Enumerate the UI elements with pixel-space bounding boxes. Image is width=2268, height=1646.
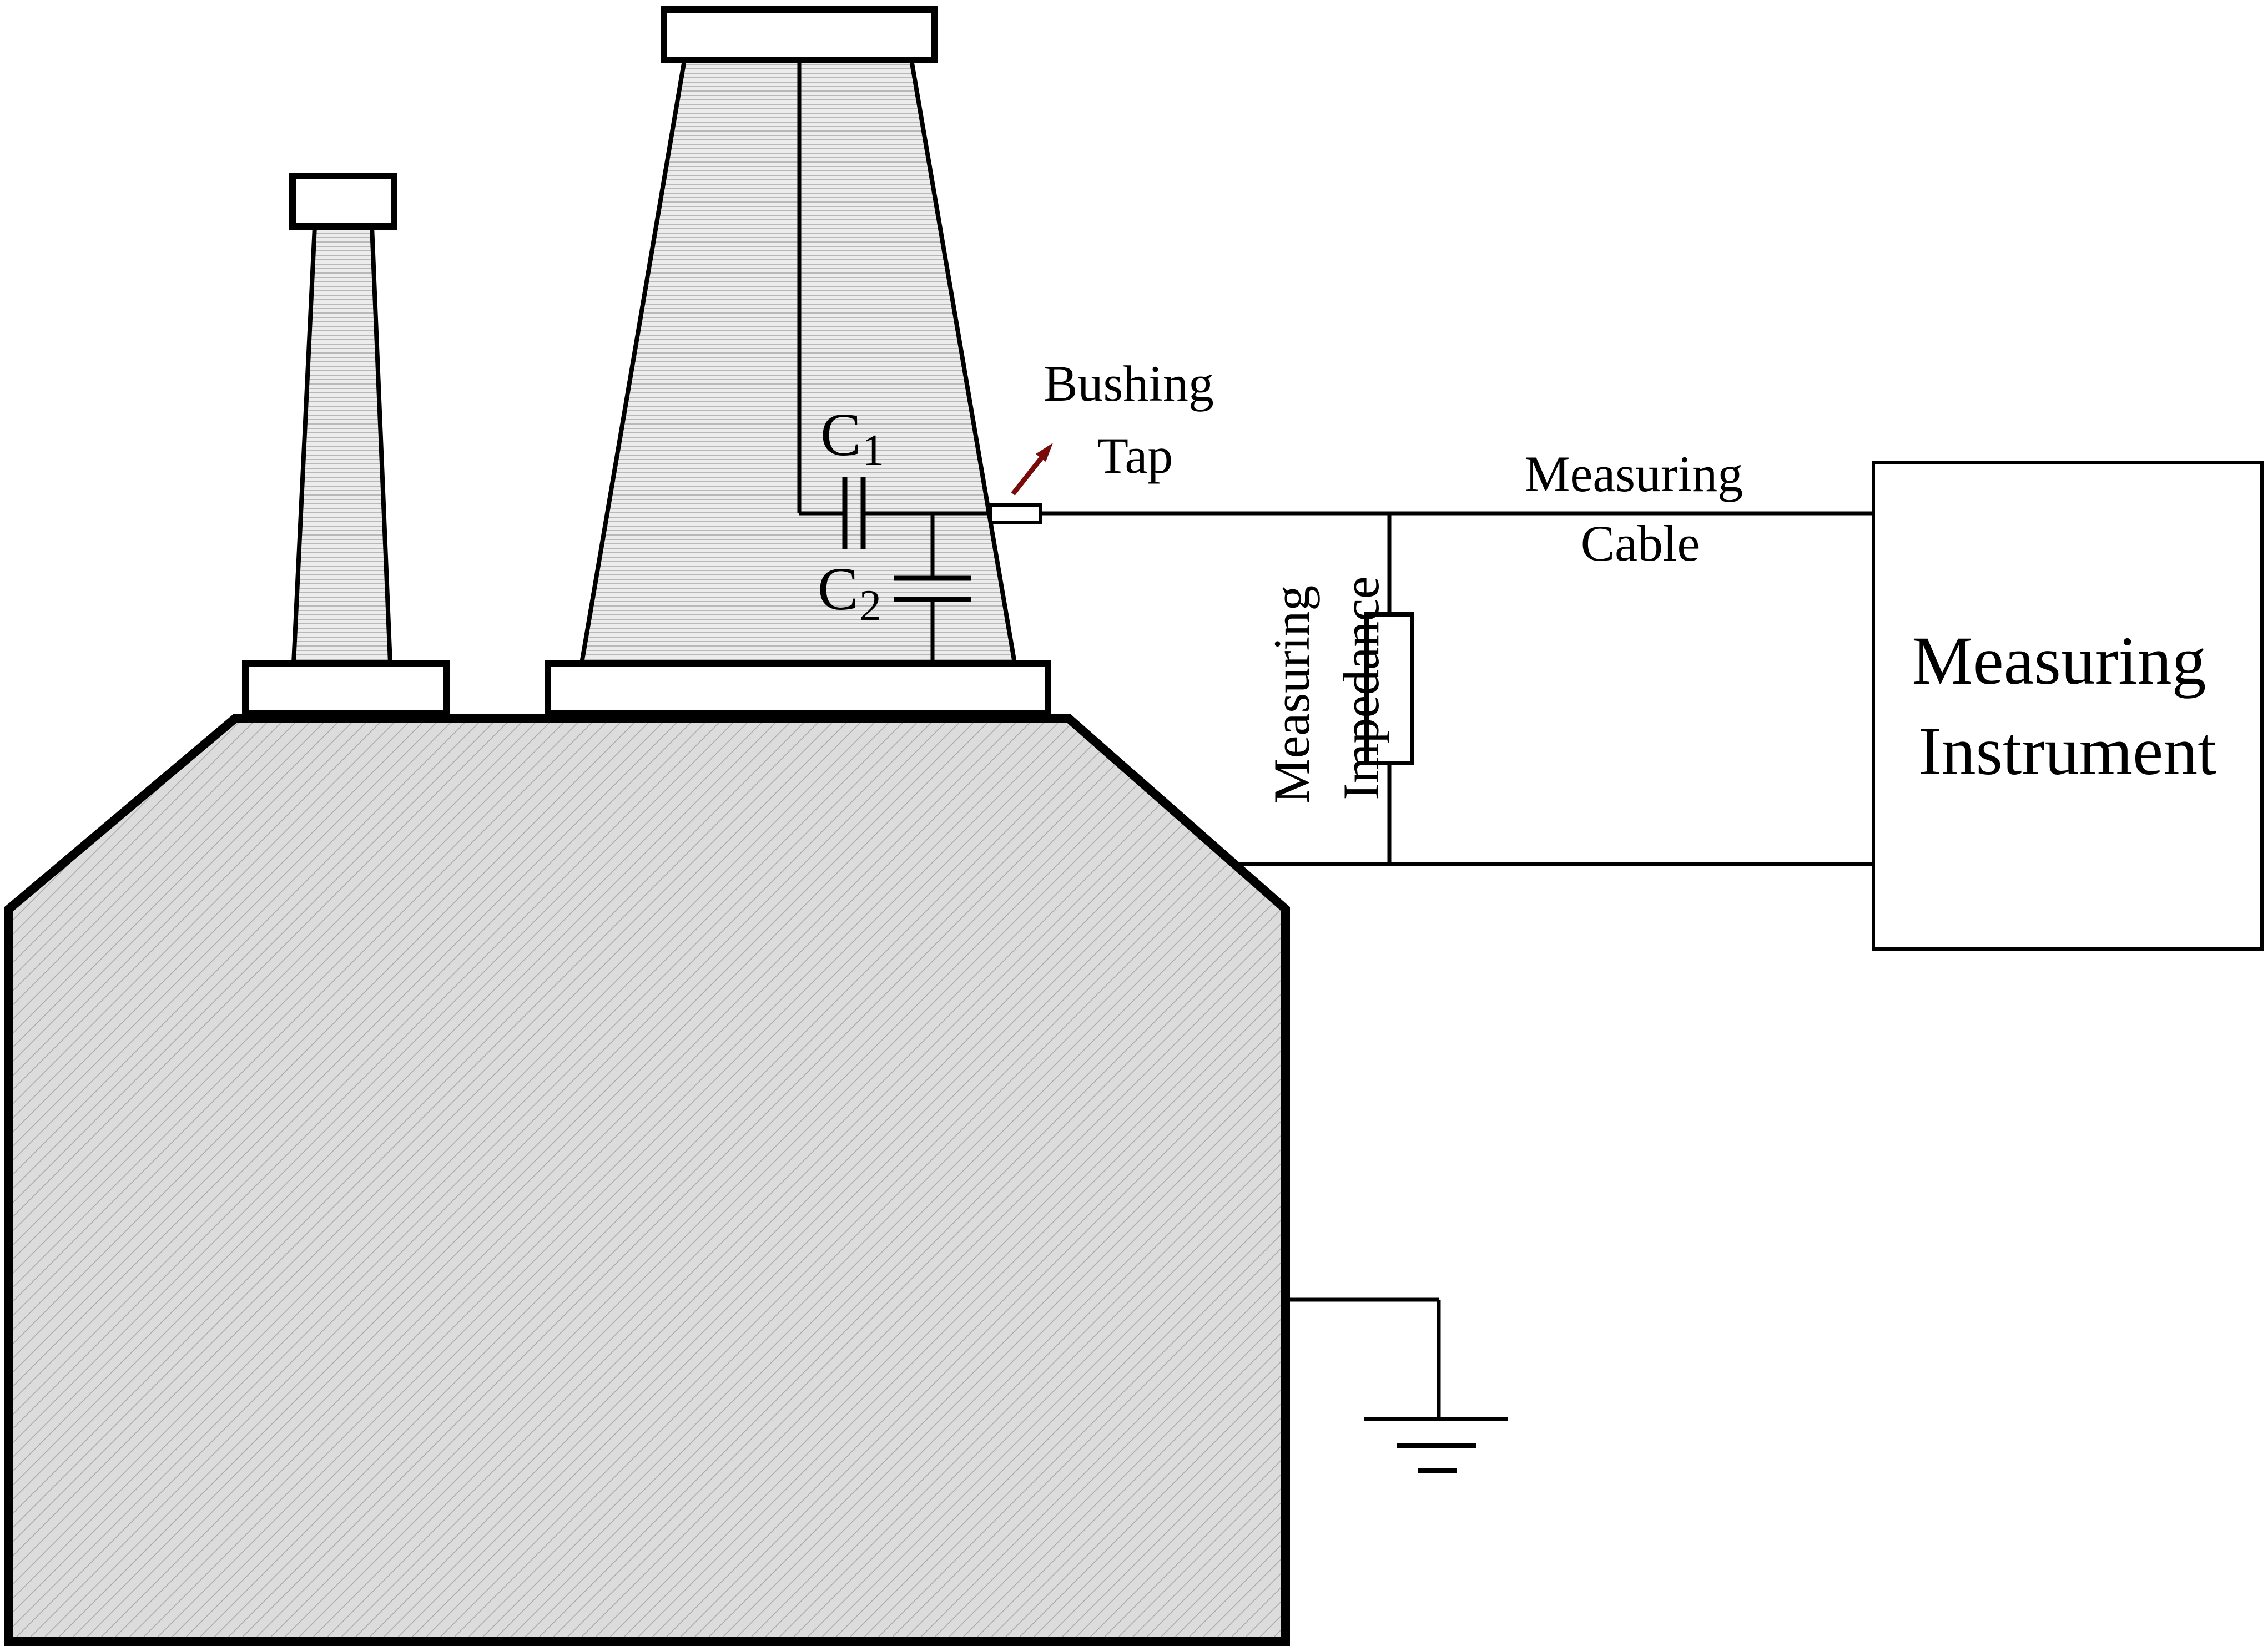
large-bushing-base (545, 660, 1051, 716)
measuring-impedance-label: Measuring Impedance (1263, 573, 1389, 804)
measuring-cable-label-line1: Measuring (1525, 446, 1743, 502)
small-bushing-base (242, 660, 450, 716)
bushing-tap-arrow (1011, 443, 1053, 496)
ground-symbol (1286, 1297, 1508, 1473)
measuring-circuit-wires (1041, 511, 1873, 866)
measuring-impedance-label-line2: Impedance (1333, 576, 1389, 800)
c1-letter: C (820, 401, 861, 468)
measuring-impedance-label-line1: Measuring (1263, 585, 1320, 804)
c2-letter: C (818, 555, 858, 623)
measuring-cable-label-line2: Cable (1581, 515, 1700, 572)
measuring-instrument-label: Measuring Instrument (1912, 623, 2223, 789)
small-bushing-cap (289, 173, 397, 230)
capacitor-network (797, 60, 991, 663)
measuring-cable-label: Measuring Cable (1525, 446, 1756, 572)
c1-subscript: 1 (862, 426, 884, 475)
bushing-tap-label: Bushing Tap (1044, 355, 1227, 484)
measuring-impedance-resistor (1364, 612, 1414, 765)
measuring-instrument-label-line1: Measuring (1912, 623, 2206, 699)
small-bushing-body (291, 224, 393, 665)
c2-subscript: 2 (859, 582, 881, 630)
c1-label: C 1 (820, 401, 884, 475)
measuring-instrument-label-line2: Instrument (1918, 713, 2216, 789)
transformer-tank (4, 714, 1290, 1646)
measuring-instrument-box (1872, 461, 2264, 951)
bushing-tap-terminal (989, 503, 1042, 524)
large-bushing-cap (661, 6, 938, 63)
bushing-tap-label-line2: Tap (1097, 427, 1173, 484)
bushing-tap-label-line1: Bushing (1044, 355, 1214, 412)
c2-label: C 2 (818, 555, 881, 630)
